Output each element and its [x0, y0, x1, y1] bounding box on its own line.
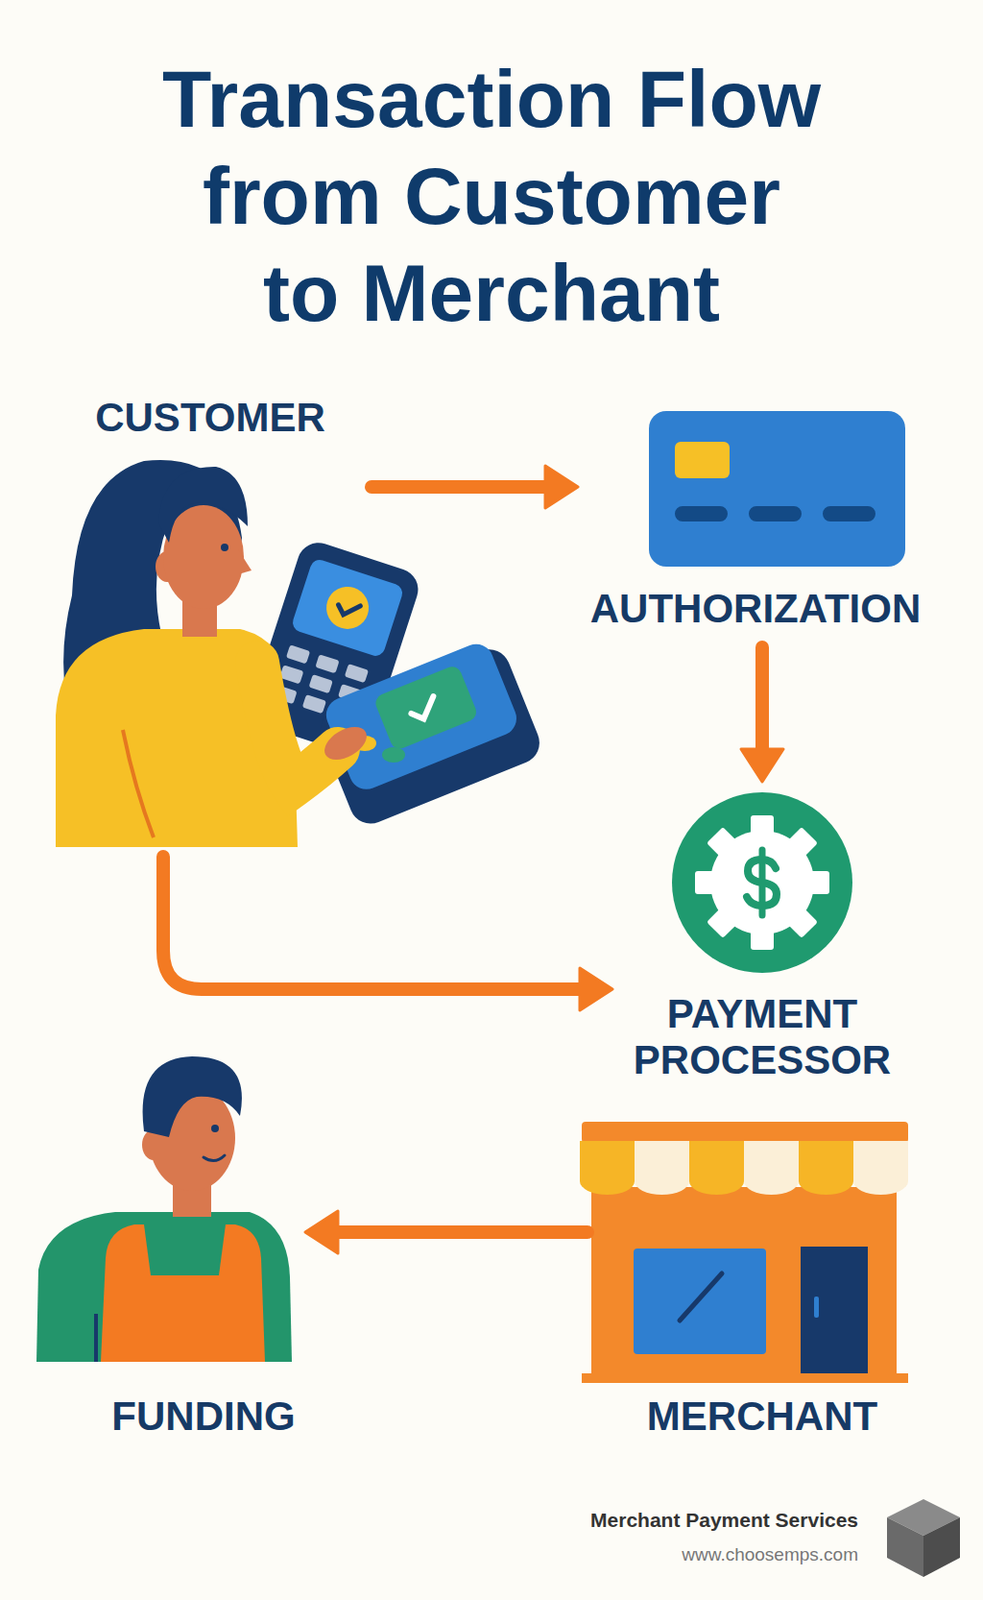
node-label: PAYMENT PROCESSOR — [618, 990, 907, 1083]
funding-node: FUNDING — [34, 1054, 306, 1448]
title: Transaction Flow from Customer to Mercha… — [156, 50, 827, 342]
merchant-node: MERCHANT — [587, 1111, 930, 1448]
terminal-front — [310, 633, 546, 830]
arrow-head — [305, 1210, 338, 1253]
logo-cube — [887, 1498, 960, 1577]
node-label: MERCHANT — [647, 1392, 878, 1439]
node-label: FUNDING — [111, 1392, 295, 1439]
node-label: CUSTOMER — [95, 394, 326, 441]
arrow-head — [579, 967, 613, 1010]
connector-arrow — [741, 647, 784, 782]
connector-line — [163, 856, 584, 989]
gear-icon — [671, 791, 853, 973]
funding-figure — [36, 1055, 292, 1362]
customer-node: CUSTOMER — [48, 389, 372, 857]
connector-arrow — [163, 856, 613, 1010]
arrow-head — [741, 748, 784, 782]
connector-line — [371, 479, 550, 494]
connector-arrow — [305, 1210, 588, 1253]
connector-arrow — [371, 465, 578, 508]
authorization-node: AUTHORIZATION — [577, 407, 934, 648]
node-label: AUTHORIZATION — [590, 585, 922, 632]
processor-node: PAYMENT PROCESSOR — [612, 781, 912, 1095]
card-icon — [648, 410, 906, 567]
arrow-head — [545, 465, 578, 508]
connector-line — [755, 647, 769, 753]
footer-url: www.choosemps.com — [681, 1543, 859, 1565]
footer-brand: Merchant Payment Services — [590, 1508, 859, 1532]
connector-line — [334, 1224, 588, 1239]
store-icon — [579, 1121, 909, 1383]
